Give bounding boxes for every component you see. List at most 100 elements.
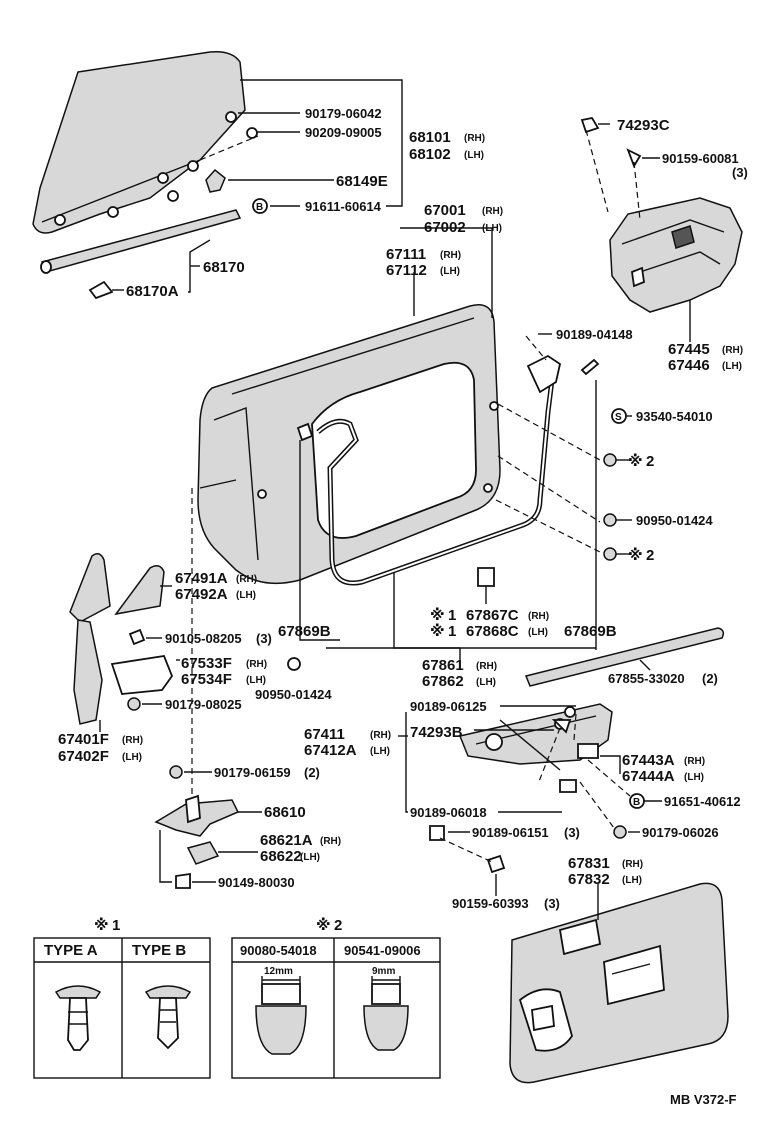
table1-col-type-b: TYPE B xyxy=(132,942,186,959)
label-ref-1a: 1 xyxy=(448,607,456,624)
tag-rh: (RH) xyxy=(722,345,743,356)
door-trim-board-67831-illustration xyxy=(509,882,729,1084)
tag-rh: (RH) xyxy=(684,756,705,767)
glass-run-68170-illustration xyxy=(40,209,242,300)
callout-b-91651: B xyxy=(633,797,640,808)
glass-leaders xyxy=(112,79,403,293)
tag-lh: (LH) xyxy=(122,752,142,763)
door-leaders xyxy=(191,227,632,820)
label-qty-3-b: (3) xyxy=(256,631,272,646)
clip-icon xyxy=(603,513,617,527)
tag-lh: (LH) xyxy=(440,266,460,277)
table2-title: 2 xyxy=(334,917,342,934)
label-90189-06018: 90189-06018 xyxy=(410,805,487,820)
regulator-leaders xyxy=(398,705,662,896)
label-qty-3-c: (3) xyxy=(564,825,580,840)
label-67533f: 67533F xyxy=(181,655,232,672)
label-67855-33020: 67855-33020 xyxy=(608,671,685,686)
label-90179-08025: 90179-08025 xyxy=(165,697,242,712)
tag-lh: (LH) xyxy=(246,675,266,686)
label-qty-2-a: (2) xyxy=(702,671,718,686)
label-90189-06125: 90189-06125 xyxy=(410,699,487,714)
window-regulator-67411-illustration: B xyxy=(429,703,645,874)
door-glass-illustration: B xyxy=(32,50,268,234)
label-90189-04148: 90189-04148 xyxy=(556,327,633,342)
tag-lh: (LH) xyxy=(476,677,496,688)
asterisk-2a: ※ xyxy=(628,452,643,470)
label-68102: 68102 xyxy=(409,146,451,163)
label-67002: 67002 xyxy=(424,219,466,236)
tag-lh: (LH) xyxy=(482,223,502,234)
label-67412a: 67412A xyxy=(304,742,357,759)
tag-lh: (LH) xyxy=(300,852,320,863)
label-ref-2b: 2 xyxy=(646,547,654,564)
label-74293c: 74293C xyxy=(617,117,670,134)
table2-col-2: 90541-09006 xyxy=(344,943,421,958)
label-qty-3-d: (3) xyxy=(544,896,560,911)
label-67867c: 67867C xyxy=(466,607,519,624)
label-68610: 68610 xyxy=(264,804,306,821)
label-67491a: 67491A xyxy=(175,570,228,587)
tag-rh: (RH) xyxy=(246,659,267,670)
label-67112: 67112 xyxy=(386,262,427,279)
label-ref-2a: 2 xyxy=(646,453,654,470)
belt-moulding-67855-illustration xyxy=(524,627,725,687)
weatherstrip-67861-illustration xyxy=(296,354,600,587)
callout-s: S xyxy=(615,412,622,423)
callout-b-91611: B xyxy=(256,202,263,213)
label-67869b-right: 67869B xyxy=(564,623,617,640)
tag-rh: (RH) xyxy=(440,250,461,261)
tag-rh: (RH) xyxy=(236,574,257,585)
label-ref-1b: 1 xyxy=(448,623,456,640)
label-68621a: 68621A xyxy=(260,832,313,849)
hinge-leaders xyxy=(159,771,262,883)
dimension-arrow xyxy=(371,976,401,984)
tag-lh: (LH) xyxy=(370,746,390,757)
tag-rh: (RH) xyxy=(528,611,549,622)
mirror-bracket-67491a-illustration xyxy=(69,553,301,725)
label-67443a: 67443A xyxy=(622,752,675,769)
asterisk-1b: ※ xyxy=(430,622,445,640)
tag-lh: (LH) xyxy=(684,772,704,783)
label-qty-2-b: (2) xyxy=(304,765,320,780)
label-67401f: 67401F xyxy=(58,731,109,748)
label-67861: 67861 xyxy=(422,657,464,674)
tag-rh: (RH) xyxy=(370,730,391,741)
label-90159-60081: 90159-60081 xyxy=(662,151,739,166)
tag-rh: (RH) xyxy=(464,133,485,144)
label-93540-54010: 93540-54010 xyxy=(636,409,713,424)
tag-lh: (LH) xyxy=(622,875,642,886)
table2-dim-9mm: 9mm xyxy=(372,966,395,977)
figure-code: MB V372-F xyxy=(670,1092,737,1107)
label-qty-3-a: (3) xyxy=(732,165,748,180)
label-91611-60614: 91611-60614 xyxy=(305,199,382,214)
clip-type-table-1: ※ 1 TYPE A TYPE B xyxy=(33,916,211,1079)
label-90179-06159: 90179-06159 xyxy=(214,765,291,780)
dimension-arrow xyxy=(261,976,301,984)
mirror-leaders xyxy=(99,585,180,732)
label-91651-40612: 91651-40612 xyxy=(664,794,741,809)
label-90950-01424-a: 90950-01424 xyxy=(636,513,713,528)
leader-74293c xyxy=(585,129,609,213)
label-67446: 67446 xyxy=(668,357,710,374)
table2-dim-12mm: 12mm xyxy=(264,966,293,977)
tag-rh: (RH) xyxy=(476,661,497,672)
label-90159-60393: 90159-60393 xyxy=(452,896,529,911)
label-67411: 67411 xyxy=(304,726,345,743)
label-90149-80030: 90149-80030 xyxy=(218,875,295,890)
label-67869b-left: 67869B xyxy=(278,623,331,640)
tag-lh: (LH) xyxy=(528,627,548,638)
label-90105-08205: 90105-08205 xyxy=(165,631,242,646)
tag-rh: (RH) xyxy=(320,836,341,847)
tag-rh: (RH) xyxy=(622,859,643,870)
asterisk-1a: ※ xyxy=(430,606,445,624)
door-hinge-68610-illustration xyxy=(154,765,240,889)
tag-rh: (RH) xyxy=(482,206,503,217)
clip-9mm-icon xyxy=(363,983,409,1051)
label-67492a: 67492A xyxy=(175,586,228,603)
door-inner-panel-67445-illustration xyxy=(580,116,743,313)
label-67534f: 67534F xyxy=(181,671,232,688)
label-67402f: 67402F xyxy=(58,748,109,765)
label-68170a: 68170A xyxy=(126,283,179,300)
